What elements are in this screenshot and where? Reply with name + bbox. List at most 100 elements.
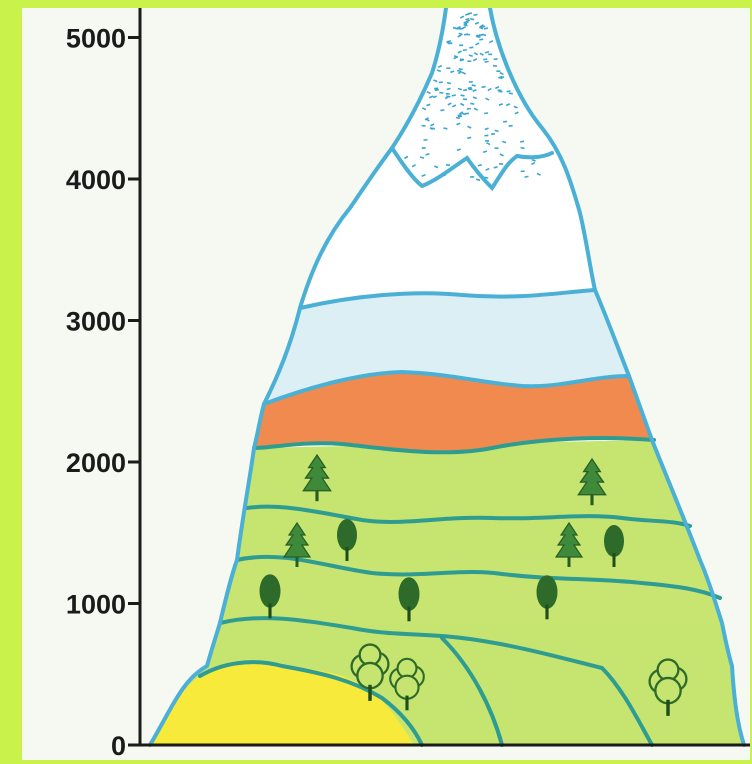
snow-dot xyxy=(459,44,464,47)
snow-dot xyxy=(486,142,491,146)
snow-dot xyxy=(490,133,495,135)
boundary-line xyxy=(298,288,597,310)
green-band-2 xyxy=(220,560,722,623)
snow-dot xyxy=(475,42,480,46)
snow-dot xyxy=(436,69,442,73)
snow-dot xyxy=(520,170,525,173)
tick-label: 3000 xyxy=(66,307,126,337)
snow-dot xyxy=(437,64,443,68)
snow-dot xyxy=(461,71,467,75)
boundary-line xyxy=(218,616,654,747)
snow-dot xyxy=(508,92,513,95)
orange-band xyxy=(254,372,652,453)
snow-dot xyxy=(453,55,459,58)
snow-dot xyxy=(462,98,468,101)
snow-dot xyxy=(455,116,460,120)
snow-dot xyxy=(481,85,486,89)
snow-dot xyxy=(463,21,468,25)
snow-dot xyxy=(465,17,470,21)
deciduous-tree-icon xyxy=(337,519,357,561)
snow-dot xyxy=(463,88,468,92)
snow-dot xyxy=(457,87,463,91)
boundary-line xyxy=(198,660,424,747)
snow-dot xyxy=(470,176,475,178)
snow-dot xyxy=(472,89,477,93)
snow-dot xyxy=(432,95,437,99)
snow-dot xyxy=(473,107,478,111)
snow-dot xyxy=(496,70,501,73)
snow-dot xyxy=(479,24,484,28)
snow-dot xyxy=(458,68,463,71)
snow-dot xyxy=(477,163,482,167)
deciduous-tree-icon xyxy=(259,574,281,619)
snow-dot xyxy=(446,41,451,45)
snow-dot xyxy=(425,118,430,122)
mountain-outline xyxy=(148,8,746,747)
tick-label: 2000 xyxy=(66,448,126,478)
snow-dot xyxy=(458,27,463,30)
snow-dot xyxy=(460,94,465,97)
snow-dot xyxy=(483,27,489,30)
snow-dot xyxy=(466,107,471,110)
snow-dot xyxy=(472,58,478,62)
snow-dot xyxy=(497,89,502,92)
snow-dot xyxy=(498,163,504,165)
snow-dot xyxy=(464,112,470,115)
snow-dot xyxy=(456,148,461,151)
snow-dot xyxy=(451,94,456,97)
snow-dot xyxy=(513,105,518,109)
snow-dot xyxy=(426,90,431,95)
snow-dot xyxy=(421,146,426,149)
snow-dot xyxy=(430,127,435,130)
snow-dot xyxy=(460,102,465,107)
snow-dot xyxy=(478,26,484,30)
broadleaf-tree-icon xyxy=(389,657,425,711)
snow-dot xyxy=(426,103,431,107)
snow-dot xyxy=(434,88,439,91)
snow-dot xyxy=(467,136,472,140)
snow-dot xyxy=(484,60,489,63)
tick-label: 5000 xyxy=(66,24,126,54)
snow-dot xyxy=(421,124,426,127)
snow-dot xyxy=(467,12,472,15)
snow-dot xyxy=(494,86,500,90)
boundary-line xyxy=(235,554,722,600)
tick-label: 0 xyxy=(111,731,126,760)
snow-dot xyxy=(503,120,508,123)
broadleaf-tree-icon xyxy=(350,643,390,701)
snow-dot xyxy=(520,146,525,150)
snow-dot xyxy=(461,112,466,116)
snow-dot xyxy=(488,53,493,56)
snow-dot xyxy=(484,134,489,137)
snow-dot xyxy=(469,46,474,49)
snow-dot xyxy=(445,164,451,166)
snow-dot xyxy=(443,127,448,130)
deciduous-tree-icon xyxy=(604,525,624,567)
snow-dot xyxy=(458,32,463,36)
snow-dot xyxy=(446,87,451,91)
snow-dot xyxy=(488,40,494,44)
snow-dot xyxy=(492,64,498,67)
boundary-line xyxy=(262,369,631,406)
snow-dot xyxy=(484,112,489,115)
snow-dot xyxy=(494,129,499,133)
green-band-3 xyxy=(207,623,732,666)
tick-label: 4000 xyxy=(66,165,126,195)
snow-dot xyxy=(498,75,503,79)
boundary-line xyxy=(390,146,554,192)
mountain xyxy=(148,8,746,747)
snow-dot xyxy=(425,153,430,156)
snow-dot xyxy=(468,54,473,58)
snow-dot xyxy=(459,15,465,19)
snow-dot xyxy=(457,34,462,38)
snow-dot xyxy=(446,81,452,85)
snow-dot xyxy=(482,33,487,37)
snow-dot xyxy=(451,104,457,108)
snow-dot xyxy=(457,113,462,117)
snow-dot xyxy=(494,147,499,149)
snow-dot xyxy=(428,95,434,99)
conifer-tree-icon xyxy=(577,457,607,506)
snow-dot xyxy=(459,111,464,115)
